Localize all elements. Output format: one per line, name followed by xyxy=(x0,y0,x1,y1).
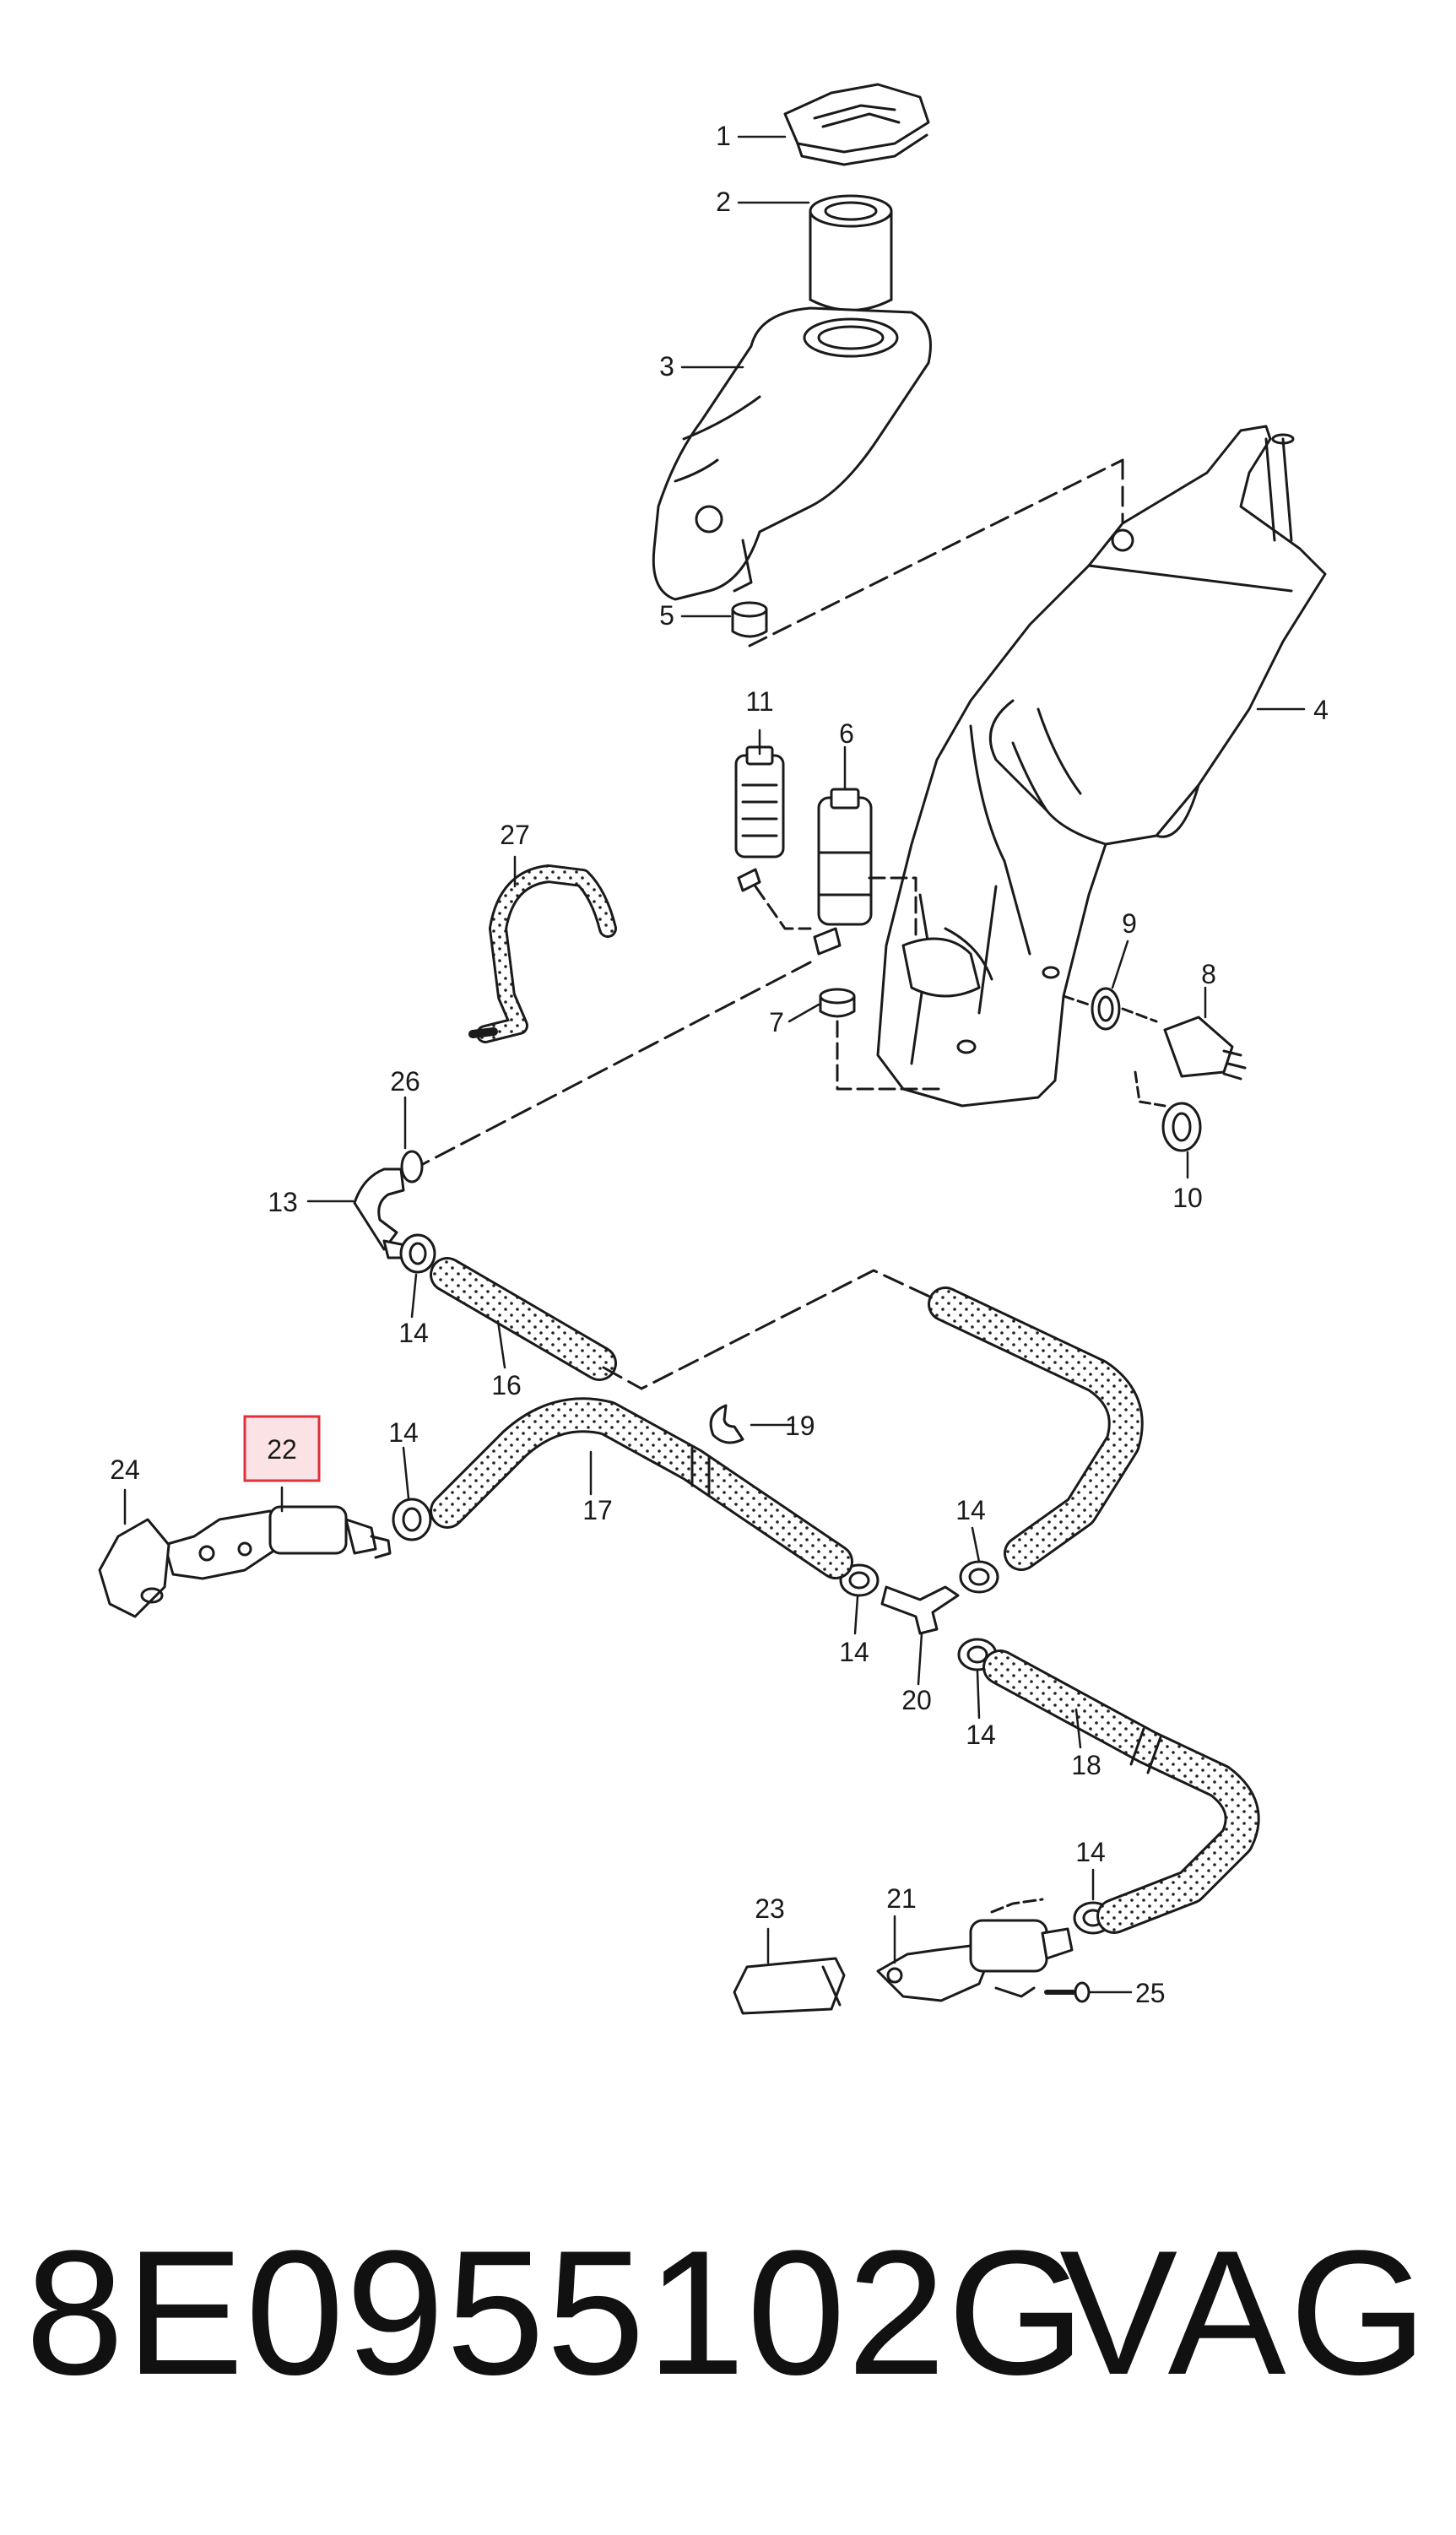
grommet-7 xyxy=(819,988,947,1091)
cover-24 xyxy=(98,1518,170,1618)
callout-14a: 14 xyxy=(398,1318,429,1348)
brand-name: VAG xyxy=(1059,2213,1431,2412)
filler-cap xyxy=(783,83,930,166)
callout-16: 16 xyxy=(491,1370,522,1400)
pump-6 xyxy=(813,788,917,956)
callout-18: 18 xyxy=(1071,1750,1101,1780)
clamp-14c xyxy=(839,1563,880,1597)
callout-13: 13 xyxy=(268,1187,298,1217)
callout-24: 24 xyxy=(110,1454,140,1485)
hose-long xyxy=(928,1286,1144,1571)
clamp-14a xyxy=(399,1233,436,1274)
clamp-14d xyxy=(959,1560,999,1594)
footer: 8E0955102G VAG xyxy=(25,2203,1431,2456)
callout-4: 4 xyxy=(1313,695,1329,725)
o-ring-26 xyxy=(400,1150,424,1184)
callout-11: 11 xyxy=(745,686,773,717)
washer-nozzle-21 xyxy=(876,1898,1074,2002)
callout-26: 26 xyxy=(390,1066,420,1097)
callout-5: 5 xyxy=(659,600,674,631)
callout-17: 17 xyxy=(582,1495,613,1525)
hose-27 xyxy=(468,864,617,1043)
callout-1: 1 xyxy=(716,121,731,151)
callout-8: 8 xyxy=(1201,959,1216,989)
t-connector-20 xyxy=(880,1585,960,1635)
grommet-5 xyxy=(731,601,768,638)
highlight-box xyxy=(243,1415,321,1482)
reservoir-main xyxy=(876,425,1327,1108)
callout-14f: 14 xyxy=(1075,1837,1106,1867)
parts-diagram: 1 2 3 5 4 11 6 27 7 9 8 10 26 13 14 16 1… xyxy=(98,83,1329,2015)
callout-3: 3 xyxy=(659,351,674,382)
pump-11 xyxy=(734,745,812,930)
callout-20: 20 xyxy=(901,1685,932,1715)
hose-18 xyxy=(982,1649,1260,1934)
clamp-14b xyxy=(392,1498,432,1541)
leader-lines xyxy=(123,135,1306,1994)
callout-6: 6 xyxy=(839,718,854,749)
clip-19 xyxy=(709,1404,744,1444)
callout-10: 10 xyxy=(1172,1183,1203,1213)
callout-14c: 14 xyxy=(839,1637,869,1667)
screw-25 xyxy=(1044,1981,1091,2003)
reservoir-upper xyxy=(652,306,932,601)
grommet-9 xyxy=(1062,987,1158,1031)
callout-14b: 14 xyxy=(388,1417,419,1448)
grommet-10 xyxy=(1161,1102,1202,1152)
hose-16 xyxy=(430,1257,617,1381)
level-sensor-8 xyxy=(1134,1016,1247,1108)
callout-23: 23 xyxy=(755,1893,785,1924)
elbow-13 xyxy=(353,1167,411,1259)
hose-17 xyxy=(430,1397,853,1579)
callout-22: 22 xyxy=(267,1434,297,1465)
cover-23 xyxy=(733,1957,846,2015)
filler-neck xyxy=(809,194,893,311)
callout-27: 27 xyxy=(500,820,530,850)
callout-19: 19 xyxy=(785,1411,815,1441)
callout-21: 21 xyxy=(886,1883,917,1914)
callout-2: 2 xyxy=(716,187,731,217)
callout-25: 25 xyxy=(1135,1978,1166,2008)
part-number: 8E0955102G xyxy=(25,2213,1087,2412)
washer-nozzle-22 xyxy=(163,1505,392,1580)
callout-7: 7 xyxy=(769,1007,784,1037)
callout-14d: 14 xyxy=(955,1495,986,1525)
callout-14e: 14 xyxy=(966,1720,996,1750)
callout-9: 9 xyxy=(1122,908,1137,939)
